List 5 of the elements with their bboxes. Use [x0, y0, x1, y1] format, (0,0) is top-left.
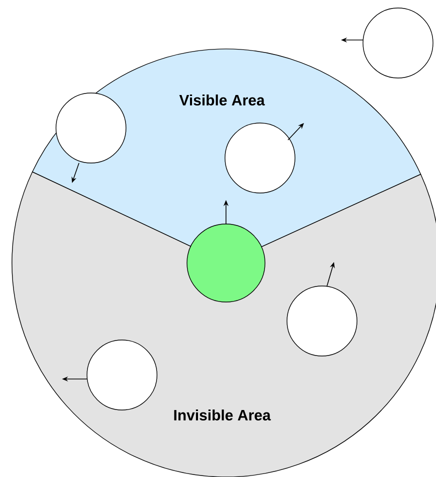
circle — [86, 340, 158, 410]
circle — [286, 286, 358, 356]
circle — [362, 8, 434, 78]
circle — [186, 224, 266, 302]
circle — [224, 122, 296, 194]
